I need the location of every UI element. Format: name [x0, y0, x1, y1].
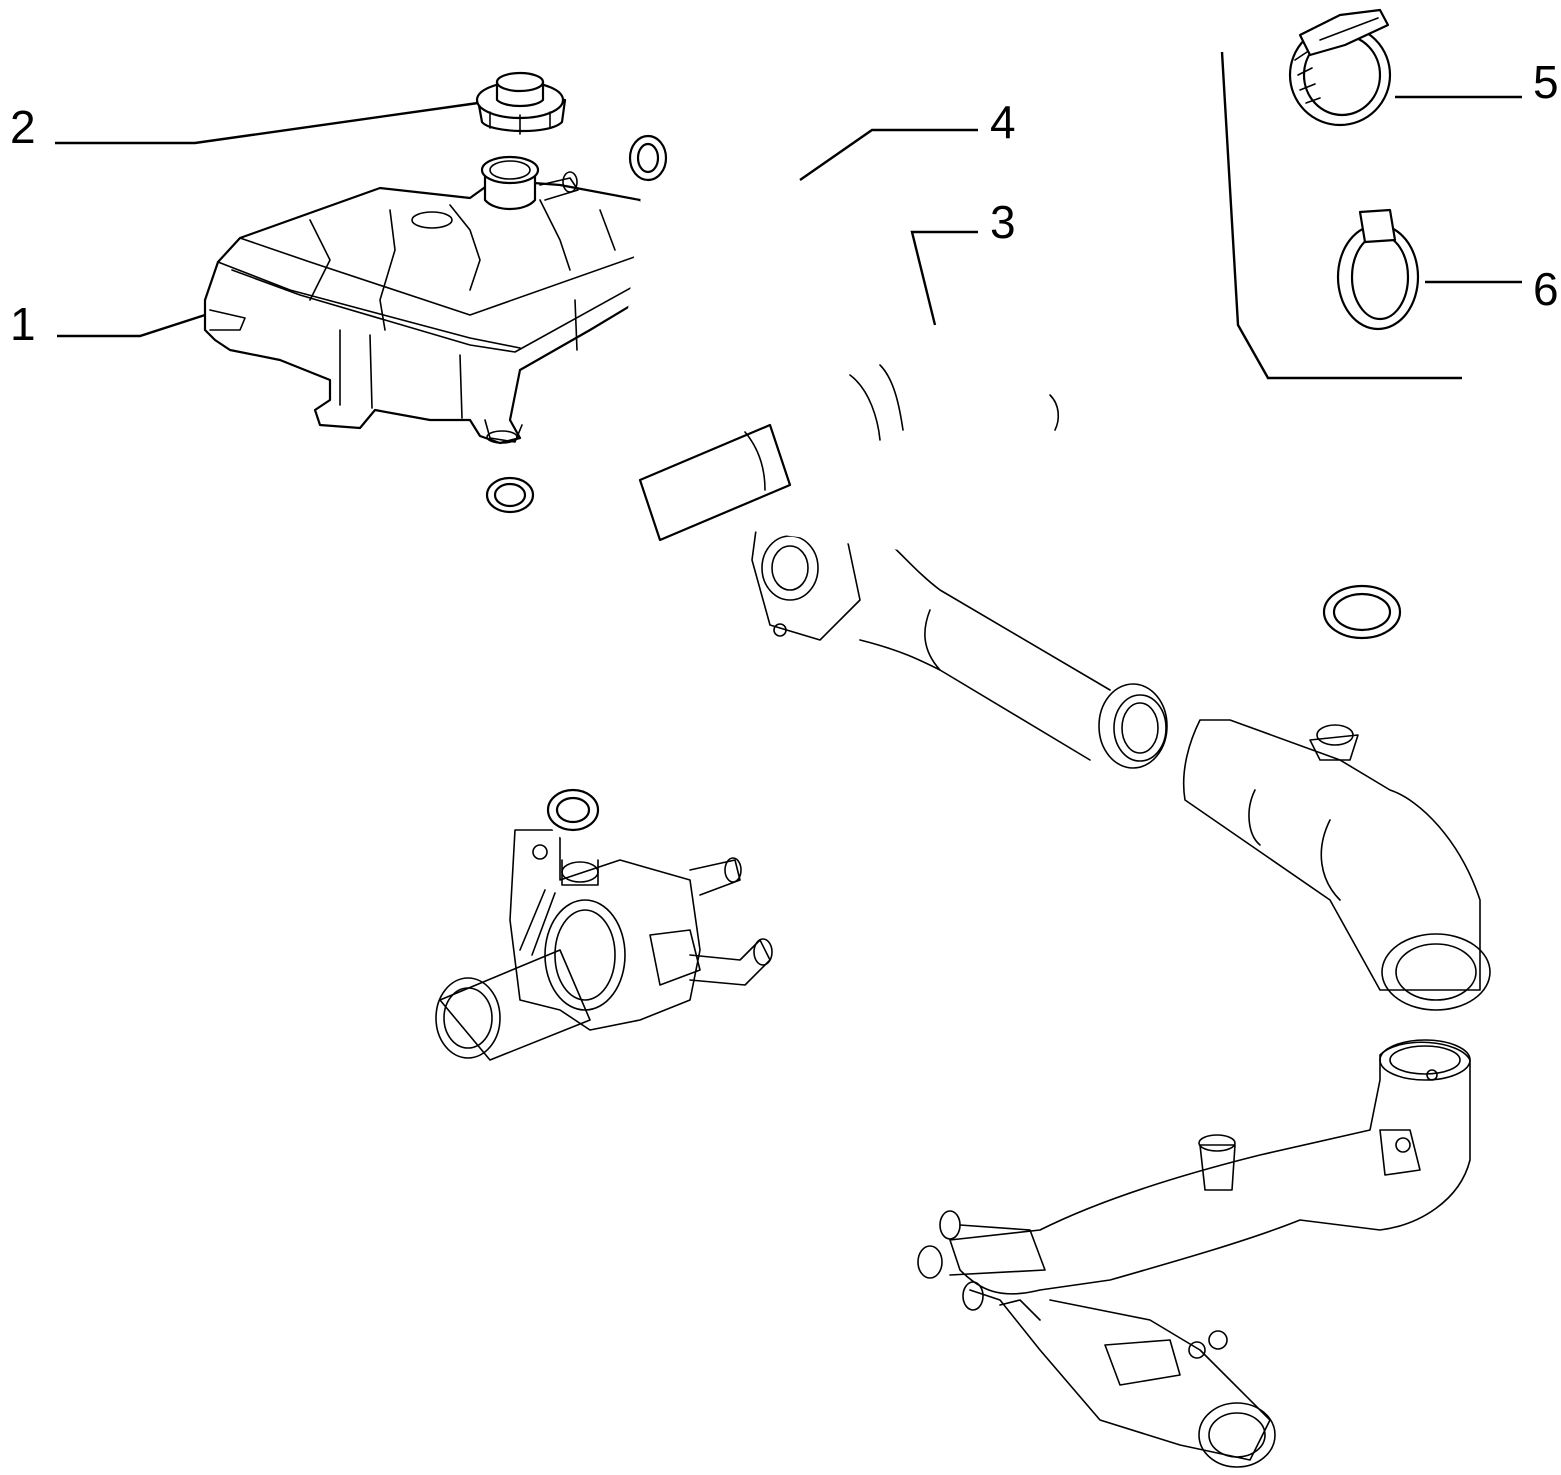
water-pipe-manifold: [917, 1039, 1471, 1468]
leader-line-3: [910, 230, 978, 326]
callout-5: 5: [1533, 56, 1559, 108]
callout-2: 2: [10, 101, 36, 153]
hose-3: [485, 331, 1402, 640]
filler-cap: [475, 71, 567, 135]
callout-3: 3: [990, 196, 1016, 248]
clamp-6: [1336, 208, 1420, 331]
leader-line-4: [799, 128, 978, 181]
leader-line-2: [55, 101, 479, 145]
lower-hose-elbow: [1182, 719, 1491, 1011]
leader-line-1: [57, 313, 206, 338]
callout-6: 6: [1533, 263, 1559, 315]
expansion-tank: [203, 155, 664, 445]
callout-1: 1: [10, 298, 36, 350]
leader-lines: [55, 51, 1522, 380]
clip-group-bracket: [1220, 51, 1462, 380]
clamp-5: [1288, 8, 1392, 127]
thermostat-housing: [435, 829, 773, 1061]
callout-labels: 1 2 3 4 5 6: [10, 56, 1559, 350]
callout-4: 4: [990, 96, 1016, 148]
